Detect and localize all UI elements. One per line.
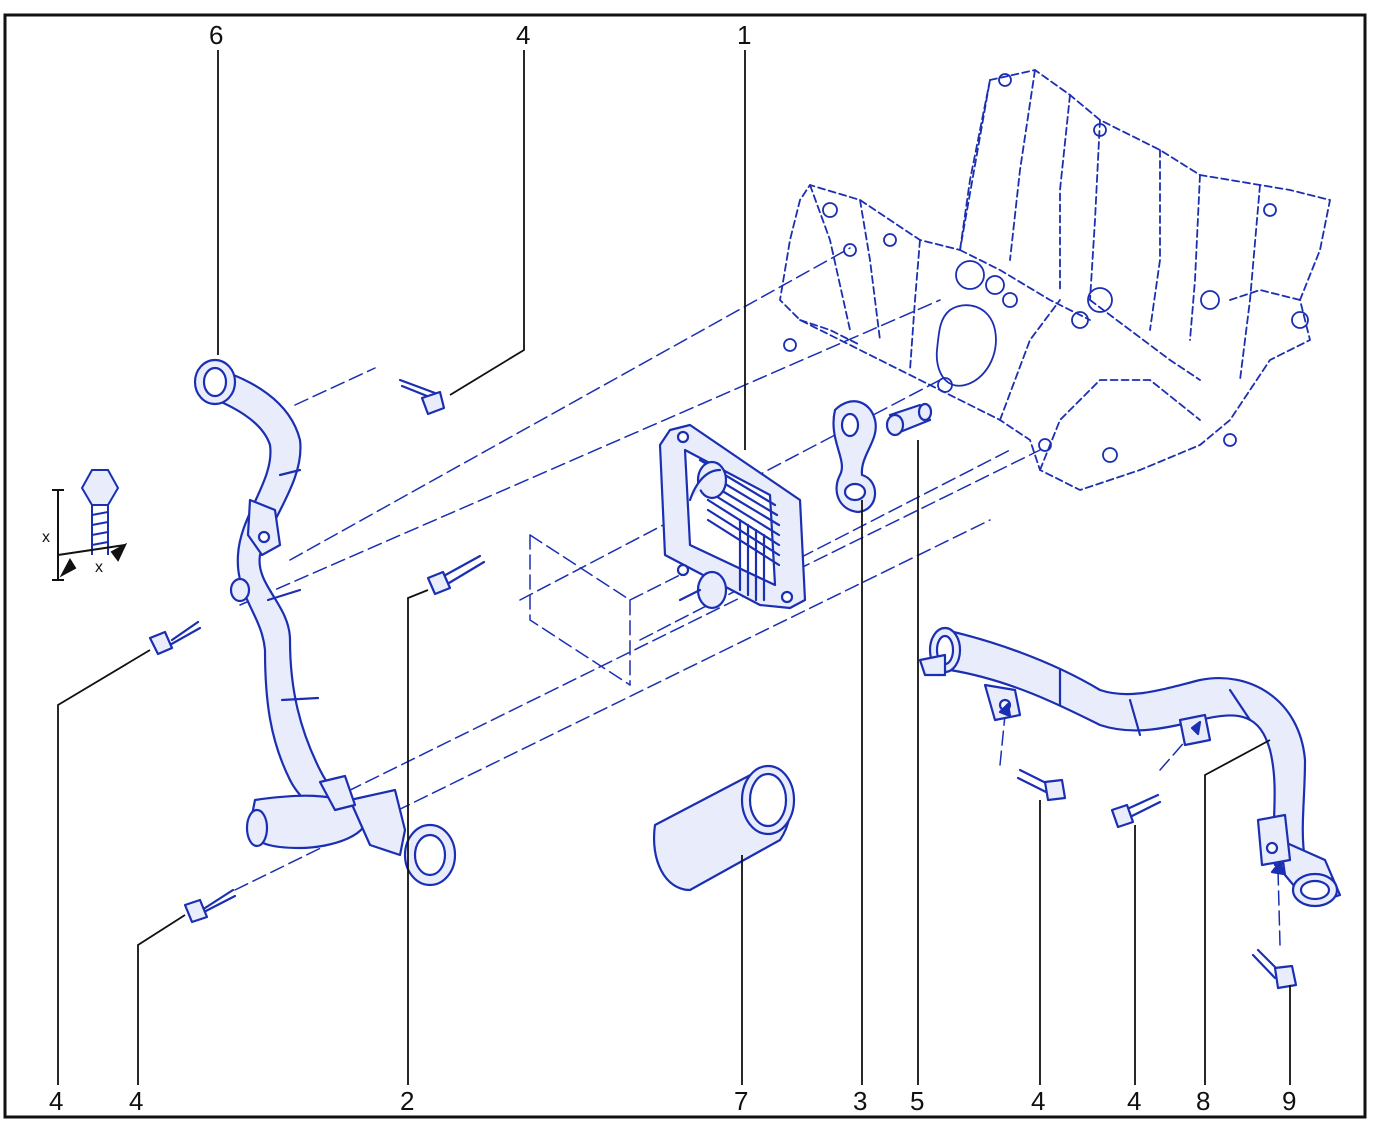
oil-pan-housing	[779, 69, 1331, 491]
bolt-right-a	[1016, 768, 1067, 802]
callout-8: 8	[1196, 1086, 1210, 1116]
callout-4-right-b: 4	[1127, 1086, 1141, 1116]
cooler-adapter	[885, 402, 933, 437]
bolt-right-b	[1110, 793, 1162, 829]
bolt-dim-label-a: x	[42, 529, 50, 546]
bolt-right-c	[1251, 948, 1298, 990]
callout-6: 6	[209, 20, 223, 50]
callout-2: 2	[400, 1086, 414, 1116]
alignment-lines	[234, 247, 1281, 946]
callout-7: 7	[734, 1086, 748, 1116]
arrow-icon	[998, 702, 1012, 718]
bolt-cooler	[426, 554, 486, 596]
right-coolant-tube	[918, 626, 1342, 908]
oil-pan-bosses	[783, 73, 1309, 463]
callout-9: 9	[1282, 1086, 1296, 1116]
left-coolant-tube	[193, 358, 457, 887]
oil-cooler	[658, 423, 807, 610]
callout-3: 3	[853, 1086, 867, 1116]
arrow-icon	[1190, 720, 1202, 736]
bolt-dimension-symbol	[52, 469, 128, 581]
arrow-icon	[1270, 860, 1286, 876]
bolt-top	[398, 378, 446, 416]
callout-4-top: 4	[516, 20, 530, 50]
callout-4-right-a: 4	[1031, 1086, 1045, 1116]
bolt-lower-left	[183, 888, 237, 924]
diagram-border	[3, 13, 1367, 1119]
oil-filter	[652, 764, 796, 892]
callout-1: 1	[737, 20, 751, 50]
leader-lines	[57, 50, 1291, 1085]
bolt-dim-label-b: x	[95, 559, 103, 576]
bolt-mid-left	[148, 620, 202, 656]
callout-4-left-a: 4	[49, 1086, 63, 1116]
callout-5: 5	[910, 1086, 924, 1116]
callout-4-left-b: 4	[129, 1086, 143, 1116]
cooler-gasket	[832, 400, 877, 514]
